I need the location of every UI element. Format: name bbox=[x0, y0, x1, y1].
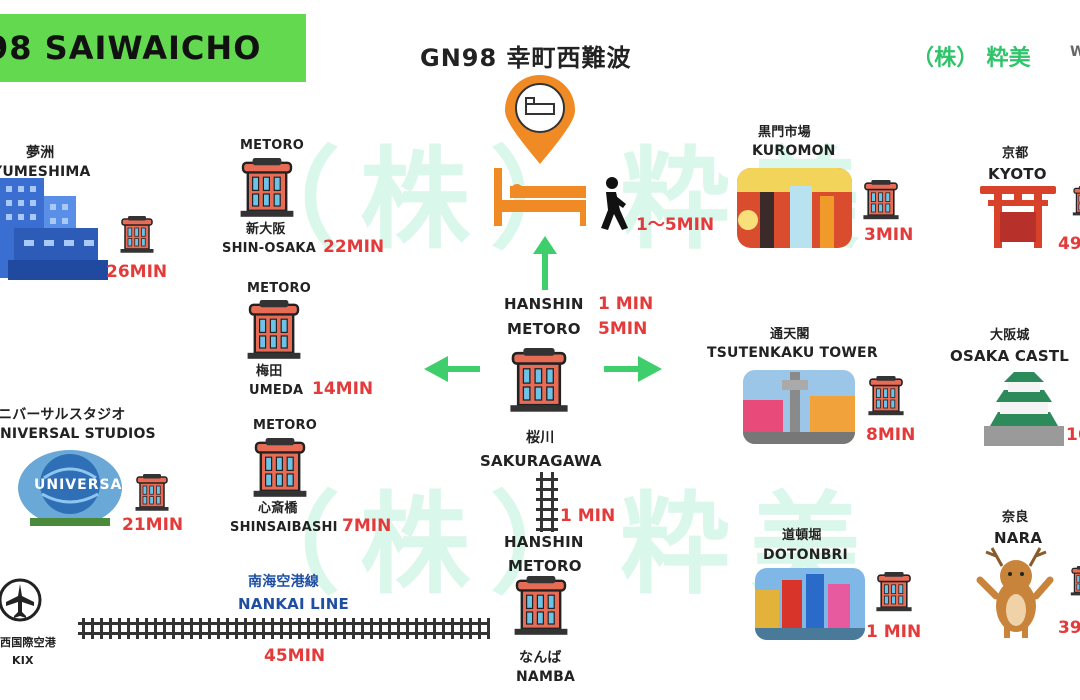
nara-time: 39 bbox=[1058, 618, 1080, 638]
brand-name: （株） 粋美 bbox=[912, 46, 1031, 71]
shinsaibashi-line: METORO bbox=[253, 418, 317, 433]
shinsaibashi-station-icon bbox=[252, 436, 308, 498]
nankai-line-en: NANKAI LINE bbox=[238, 595, 349, 613]
sakuragawa-time-metoro: 5MIN bbox=[598, 319, 648, 339]
kyoto-jp: 京都 bbox=[1002, 146, 1029, 161]
sakuragawa-name-en: SAKURAGAWA bbox=[480, 452, 602, 470]
vertical-rail-icon bbox=[536, 472, 558, 532]
universal-station-icon bbox=[134, 473, 170, 512]
bed-icon bbox=[494, 168, 586, 226]
sakuragawa-name-jp: 桜川 bbox=[526, 430, 555, 446]
page-title: 98 SAIWAICHO bbox=[0, 29, 262, 67]
sakuragawa-line-lower: METORO bbox=[507, 320, 581, 338]
kuromon-station-icon bbox=[862, 179, 900, 220]
arrow-up-icon bbox=[533, 236, 557, 290]
airport-en: KIX bbox=[12, 654, 34, 667]
namba-name-en: NAMBA bbox=[516, 669, 575, 685]
airport-jp: 西国際空港 bbox=[0, 636, 56, 649]
title-banner bbox=[0, 14, 306, 82]
shin-osaka-en: SHIN-OSAKA bbox=[222, 241, 316, 256]
nara-en: NARA bbox=[994, 529, 1043, 547]
shin-osaka-time: 22MIN bbox=[323, 237, 385, 257]
nara-station-icon bbox=[1070, 565, 1080, 597]
dotonbori-station-icon bbox=[875, 571, 913, 613]
yumeshima-buildings-icon bbox=[0, 178, 108, 280]
walking-person-icon bbox=[601, 177, 628, 230]
dotonbori-en: DOTONBRI bbox=[763, 547, 848, 563]
yumeshima-jp: 夢洲 bbox=[26, 145, 55, 161]
yumeshima-en: YUMESHIMA bbox=[0, 164, 91, 180]
kyoto-time: 49 bbox=[1058, 234, 1080, 254]
shinsaibashi-time: 7MIN bbox=[342, 516, 392, 536]
tsutenkaku-photo bbox=[743, 370, 855, 444]
nara-jp: 奈良 bbox=[1002, 510, 1029, 525]
kyoto-station-icon bbox=[1072, 185, 1080, 216]
universal-jp: ニバーサルスタジオ bbox=[0, 407, 126, 423]
namba-line-upper: HANSHIN bbox=[504, 533, 584, 551]
kuromon-photo bbox=[737, 168, 852, 248]
osaka-castle-jp: 大阪城 bbox=[990, 328, 1030, 343]
umeda-line: METORO bbox=[247, 281, 311, 296]
nara-deer-icon bbox=[976, 547, 1054, 638]
osaka-castle-en: OSAKA CASTL bbox=[950, 347, 1070, 365]
shinsaibashi-jp: 心斎橋 bbox=[258, 501, 298, 516]
umeda-time: 14MIN bbox=[312, 379, 374, 399]
namba-name-jp: なんば bbox=[519, 650, 562, 666]
universal-en: NIVERSAL STUDIOS bbox=[0, 426, 156, 442]
shin-osaka-station-icon bbox=[239, 156, 295, 219]
nankai-line-jp: 南海空港線 bbox=[248, 574, 319, 590]
shin-osaka-line: METORO bbox=[240, 138, 304, 153]
hotel-pin-icon bbox=[505, 75, 575, 164]
kuromon-time: 3MIN bbox=[864, 225, 914, 245]
shinsaibashi-en: SHINSAIBASHI bbox=[230, 520, 338, 535]
osaka-castle-time: 16 bbox=[1066, 425, 1080, 445]
kyoto-torii-icon bbox=[980, 186, 1056, 248]
nankai-time: 45MIN bbox=[264, 646, 326, 666]
tsutenkaku-time: 8MIN bbox=[866, 425, 916, 445]
sakuragawa-rail-time: 1 MIN bbox=[560, 506, 616, 526]
sakuragawa-time-hanshin: 1 MIN bbox=[598, 294, 654, 314]
sakuragawa-station-icon bbox=[509, 346, 569, 414]
universal-globe-icon bbox=[18, 450, 122, 526]
dotonbori-jp: 道頓堀 bbox=[782, 528, 822, 543]
tsutenkaku-station-icon bbox=[867, 375, 905, 417]
umeda-jp: 梅田 bbox=[256, 364, 283, 379]
airport-icon bbox=[0, 578, 42, 622]
brand-tail: W bbox=[1070, 44, 1080, 60]
universal-badge: UNIVERSAL bbox=[34, 477, 133, 493]
osaka-castle-icon bbox=[984, 372, 1064, 446]
universal-time: 21MIN bbox=[122, 515, 184, 535]
tsutenkaku-jp: 通天閣 bbox=[770, 327, 810, 342]
arrow-right-icon bbox=[604, 356, 662, 382]
umeda-station-icon bbox=[246, 298, 302, 360]
yumeshima-station-icon bbox=[119, 215, 155, 254]
namba-line-lower: METORO bbox=[508, 557, 582, 575]
kyoto-en: KYOTO bbox=[988, 165, 1047, 183]
dotonbori-time: 1 MIN bbox=[866, 622, 922, 642]
hotel-walk-time: 1～5MIN bbox=[636, 215, 715, 235]
shin-osaka-jp: 新大阪 bbox=[246, 222, 286, 237]
arrow-left-icon bbox=[424, 356, 480, 382]
umeda-en: UMEDA bbox=[249, 383, 304, 398]
hotel-title: GN98 幸町西難波 bbox=[420, 44, 632, 72]
kuromon-en: KUROMON bbox=[752, 143, 836, 159]
kuromon-jp: 黒門市場 bbox=[758, 125, 811, 140]
namba-station-icon bbox=[513, 574, 569, 636]
tsutenkaku-en: TSUTENKAKU TOWER bbox=[707, 345, 878, 361]
dotonbori-photo bbox=[755, 568, 865, 640]
sakuragawa-line-upper: HANSHIN bbox=[504, 295, 584, 313]
yumeshima-time: 26MIN bbox=[106, 262, 168, 282]
